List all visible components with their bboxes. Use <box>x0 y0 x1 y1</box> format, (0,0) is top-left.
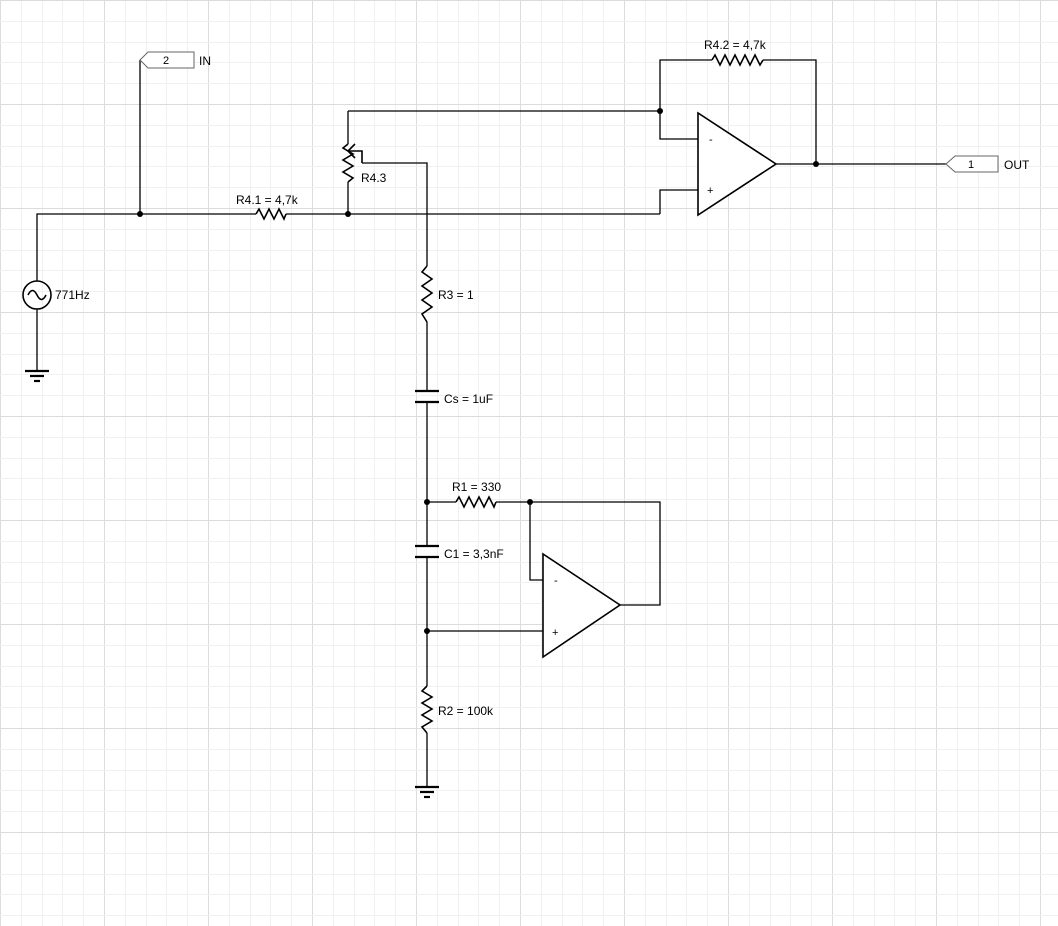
wire-wiper <box>362 162 428 266</box>
wires <box>36 59 946 786</box>
wire-u2-minus <box>529 502 543 581</box>
capacitor-c1[interactable] <box>415 544 439 559</box>
opamp-u2[interactable] <box>542 552 622 659</box>
r41-label: R4.1 = 4,7k <box>236 193 299 207</box>
junction-dot <box>424 628 430 634</box>
port-out-pin: 1 <box>968 159 974 171</box>
r2-label: R2 = 100k <box>438 704 494 718</box>
capacitor-cs[interactable] <box>415 389 439 404</box>
c1-label: C1 = 3,3nF <box>444 547 504 561</box>
wire-source-top <box>36 213 140 281</box>
ground-icon <box>25 369 49 383</box>
r1-label: R1 = 330 <box>452 480 501 494</box>
junction-dot <box>424 499 430 505</box>
junction-dot <box>137 211 143 217</box>
source-label: 771Hz <box>55 288 90 302</box>
wire-to-u1-plus <box>659 189 698 214</box>
r42-label: R4.2 = 4,7k <box>704 38 767 52</box>
port-in[interactable] <box>139 51 195 69</box>
ac-source[interactable] <box>22 280 52 310</box>
opamp-u1[interactable] <box>697 111 778 217</box>
junction-dot <box>527 499 533 505</box>
resistor-r1[interactable] <box>455 495 497 509</box>
potentiometer-r43[interactable] <box>341 143 363 183</box>
resistor-r2[interactable] <box>420 685 434 734</box>
port-in-label: IN <box>199 54 211 68</box>
cs-label: Cs = 1uF <box>444 392 493 406</box>
u1-plus-sign: + <box>707 185 713 197</box>
wire-to-u1-minus <box>659 111 698 140</box>
junction-dot <box>813 161 819 167</box>
junctions <box>137 108 819 634</box>
wire-feedback-top <box>659 59 712 111</box>
u2-minus-sign: - <box>554 575 558 587</box>
r43-label: R4.3 <box>361 171 387 185</box>
wire-u2-feedback <box>530 501 661 606</box>
wire-feedback-out <box>763 59 817 164</box>
resistor-r41[interactable] <box>255 207 287 221</box>
u2-plus-sign: + <box>552 627 558 639</box>
u1-minus-sign: - <box>709 134 713 146</box>
r3-label: R3 = 1 <box>438 288 474 302</box>
ground-icon <box>415 785 439 799</box>
port-in-pin: 2 <box>163 55 169 67</box>
junction-dot <box>345 211 351 217</box>
resistor-r3[interactable] <box>420 265 434 323</box>
resistor-r42[interactable] <box>711 53 764 67</box>
port-out[interactable] <box>945 155 999 173</box>
port-out-label: OUT <box>1004 158 1030 172</box>
junction-dot <box>657 108 663 114</box>
